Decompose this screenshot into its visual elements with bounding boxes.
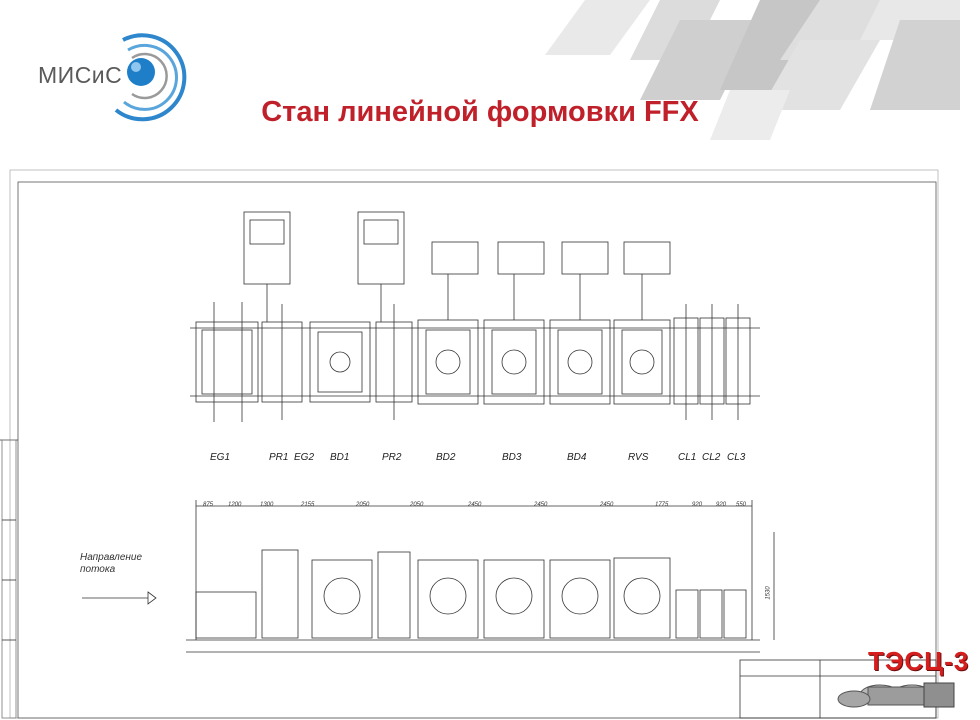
flow-direction-label: Направление потока [80, 552, 143, 575]
dimension: 2050 [410, 502, 424, 508]
ffx-mill-drawing [0, 169, 939, 719]
tesc3-logo-text: ТЭСЦ-3 [868, 646, 970, 676]
dimension: 875 [203, 502, 214, 508]
logo-text: МИСиС [38, 62, 123, 88]
stand-label-rvs: RVS [628, 452, 649, 463]
dimension: 2450 [534, 502, 548, 508]
dimension: 2450 [600, 502, 614, 508]
dimension: 920 [716, 502, 727, 508]
tesc3-emblem [837, 682, 955, 708]
page-title: Стан линейной формовки FFX [261, 96, 699, 128]
stand-label-bd2: BD2 [436, 452, 456, 463]
stand-label-bd4: BD4 [567, 452, 587, 463]
stand-label-bd3: BD3 [502, 452, 522, 463]
dimension: 2050 [356, 502, 370, 508]
misis-logo [114, 33, 187, 122]
stand-label-eg1: EG1 [210, 452, 231, 463]
dimension: 2450 [468, 502, 482, 508]
stand-label-eg2: EG2 [294, 452, 315, 463]
stand-label-cl1: CL1 [678, 452, 697, 463]
dimension: 920 [692, 502, 703, 508]
dimension: 550 [736, 502, 747, 508]
stand-label-bd1: BD1 [330, 452, 350, 463]
stand-label-cl3: CL3 [727, 452, 746, 463]
dimension: 1775 [655, 502, 669, 508]
dimension: 2155 [301, 502, 315, 508]
stand-label-cl2: CL2 [702, 452, 721, 463]
dimension: 1300 [260, 502, 274, 508]
dimension: 1200 [228, 502, 242, 508]
height-dimension: 1530 [765, 586, 772, 600]
stand-label-pr1: PR1 [269, 452, 289, 463]
stand-label-pr2: PR2 [382, 452, 402, 463]
header-decoration [545, 0, 960, 140]
